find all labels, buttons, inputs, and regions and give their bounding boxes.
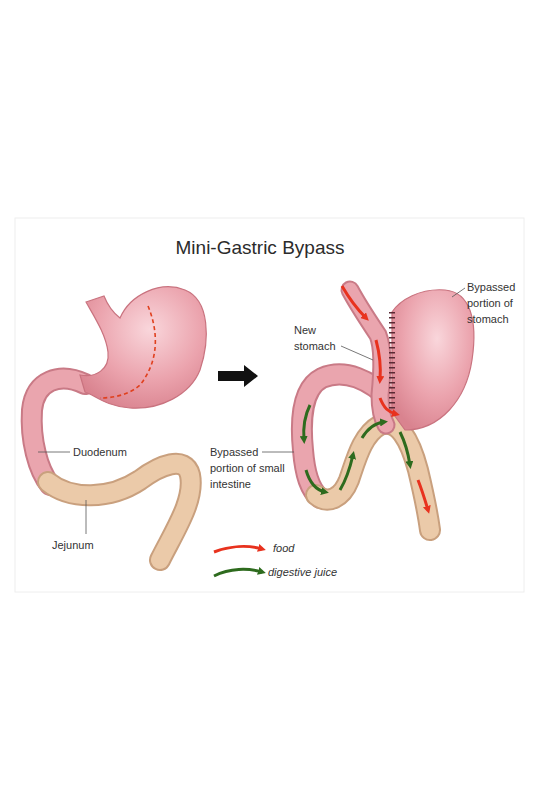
- flow-arrows: [304, 286, 428, 510]
- transition-arrow: [218, 365, 258, 387]
- leader-lines: [38, 288, 465, 534]
- legend-arrow: [214, 547, 262, 552]
- legend-label: food: [273, 540, 393, 556]
- legend-label: digestive juice: [268, 564, 388, 580]
- panel: [15, 218, 524, 592]
- part-label: Duodenum: [73, 444, 145, 460]
- diagram-title: Mini-Gastric Bypass: [140, 236, 380, 260]
- part-label: Bypassed portion of small intestine: [210, 444, 290, 492]
- part-label: Bypassed portion of stomach: [467, 279, 529, 327]
- part-label: Jejunum: [52, 537, 112, 553]
- normal-anatomy: [32, 287, 207, 560]
- bypass-anatomy: [302, 290, 474, 530]
- part-label: New stomach: [294, 322, 350, 354]
- legend-arrow: [214, 569, 262, 576]
